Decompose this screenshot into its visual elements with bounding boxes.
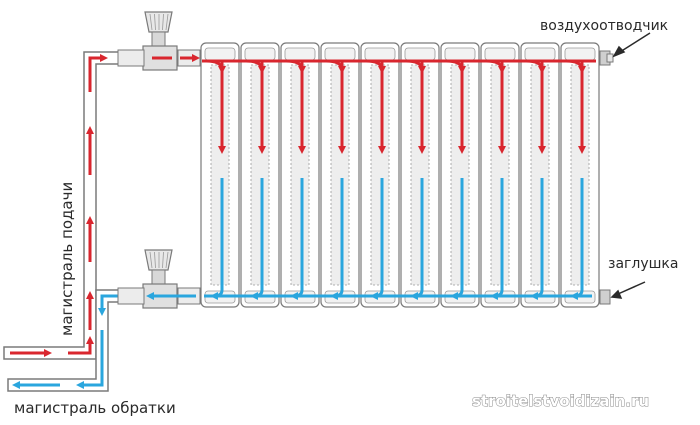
radiator-section	[560, 42, 600, 308]
air-vent-label: воздухоотводчик	[540, 18, 668, 34]
return-turn-arrow	[250, 289, 264, 300]
supply-turn-arrow	[525, 59, 546, 74]
radiator-section	[200, 42, 240, 308]
radiator-valve-icon	[117, 249, 201, 309]
return-main-label: магистраль обратки	[14, 399, 176, 417]
return-turn-arrow	[370, 289, 384, 300]
plug-icon	[599, 289, 611, 305]
plug-label: заглушка	[608, 256, 678, 272]
return-turn-arrow	[410, 289, 424, 300]
return-turn-arrow	[530, 289, 544, 300]
supply-turn-arrow	[365, 59, 386, 74]
supply-turn-arrow	[485, 59, 506, 74]
supply-flow-arrows	[10, 54, 150, 357]
radiator-section	[520, 42, 560, 308]
radiator-section	[320, 42, 360, 308]
supply-turn-arrow	[285, 59, 306, 74]
supply-turn-arrow	[445, 59, 466, 74]
supply-turn-arrow	[565, 59, 586, 74]
supply-turn-arrow	[245, 59, 266, 74]
return-turn-arrow	[290, 289, 304, 300]
label-pointers	[610, 32, 651, 299]
radiator-section	[280, 42, 320, 308]
supply-turn-arrow	[405, 59, 426, 74]
return-turn-arrow	[330, 289, 344, 300]
watermark: stroitelstvoidizain.ru	[472, 392, 649, 410]
return-turn-arrow	[450, 289, 464, 300]
radiator-section	[440, 42, 480, 308]
supply-turn-arrow	[325, 59, 346, 74]
supply-turn-arrow	[205, 59, 226, 74]
air-vent-icon	[599, 50, 614, 66]
radiator-section	[480, 42, 520, 308]
radiator-section	[240, 42, 280, 308]
radiator-section	[360, 42, 400, 308]
supply-main-label: магистраль подачи	[58, 182, 76, 336]
radiator-section	[400, 42, 440, 308]
radiator-valve-icon	[117, 11, 201, 71]
return-turn-arrow	[490, 289, 504, 300]
return-turn-arrow	[570, 289, 584, 300]
return-turn-arrow	[210, 289, 224, 300]
